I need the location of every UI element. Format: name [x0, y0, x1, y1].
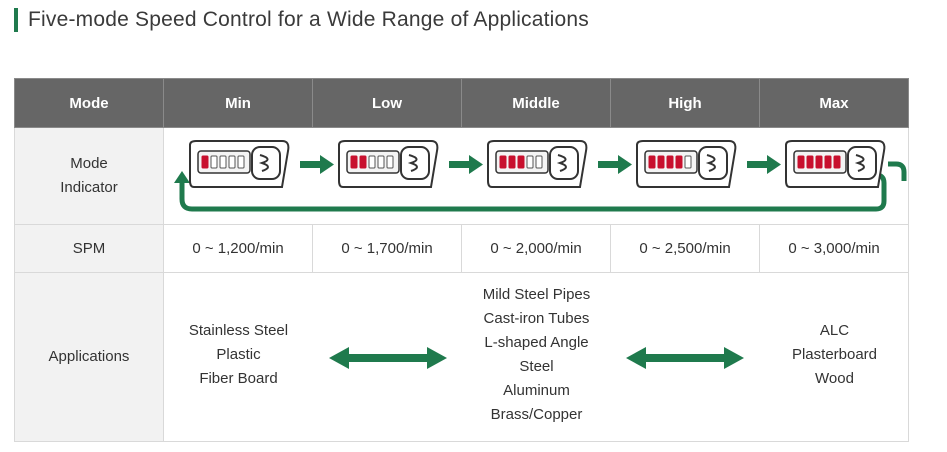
indicator-label-line2: Indicator	[60, 179, 118, 196]
header-high: High	[610, 78, 760, 128]
application-item: Steel	[519, 358, 554, 375]
double-arrow-icon	[329, 347, 447, 369]
application-item: Mild Steel Pipes	[482, 286, 591, 303]
section-title: Five-mode Speed Control for a Wide Range…	[14, 8, 589, 32]
application-item: Stainless Steel	[188, 322, 289, 339]
page-title: Five-mode Speed Control for a Wide Range…	[28, 8, 589, 31]
applications-cell: Stainless Steel Plastic Fiber Board Mild…	[163, 272, 909, 442]
header-middle: Middle	[461, 78, 611, 128]
table-header-row: Mode Min Low Middle High Max	[14, 78, 909, 128]
header-low: Low	[312, 78, 462, 128]
application-item: Plasterboard	[791, 346, 878, 363]
speed-mode-table: Mode Min Low Middle High Max Mode Indica…	[14, 78, 909, 442]
application-item: Cast-iron Tubes	[483, 310, 590, 327]
spm-min: 0 ~ 1,200/min	[163, 224, 313, 273]
spm-max: 0 ~ 3,000/min	[759, 224, 909, 273]
application-item: ALC	[819, 322, 850, 339]
header-mode: Mode	[14, 78, 164, 128]
applications-row-label: Applications	[14, 272, 164, 442]
double-arrow-icon	[626, 347, 744, 369]
applications-row: Applications Stainless Steel Plastic Fib…	[14, 272, 909, 442]
applications-low-group: Stainless Steel Plastic Fiber Board	[164, 319, 313, 391]
indicator-visual-cell	[163, 127, 909, 225]
application-item: Plastic	[216, 346, 261, 363]
applications-middle-group: Mild Steel Pipes Cast-iron Tubes L-shape…	[462, 283, 611, 427]
header-max: Max	[759, 78, 909, 128]
spm-middle: 0 ~ 2,000/min	[461, 224, 611, 273]
spm-row: SPM 0 ~ 1,200/min 0 ~ 1,700/min 0 ~ 2,00…	[14, 224, 909, 273]
application-item: Fiber Board	[199, 370, 278, 387]
indicator-row-label: Mode Indicator	[14, 127, 164, 225]
header-min: Min	[163, 78, 313, 128]
application-item: L-shaped Angle	[484, 334, 589, 351]
spm-low: 0 ~ 1,700/min	[312, 224, 462, 273]
indicator-label-line1: Mode	[70, 155, 108, 172]
application-item: Aluminum	[503, 382, 570, 399]
indicator-row: Mode Indicator	[14, 127, 909, 225]
application-item: Wood	[815, 370, 854, 387]
spm-row-label: SPM	[14, 224, 164, 273]
applications-high-group: ALC Plasterboard Wood	[760, 319, 909, 391]
title-accent-bar	[14, 8, 18, 32]
spm-high: 0 ~ 2,500/min	[610, 224, 760, 273]
application-item: Brass/Copper	[490, 406, 583, 423]
